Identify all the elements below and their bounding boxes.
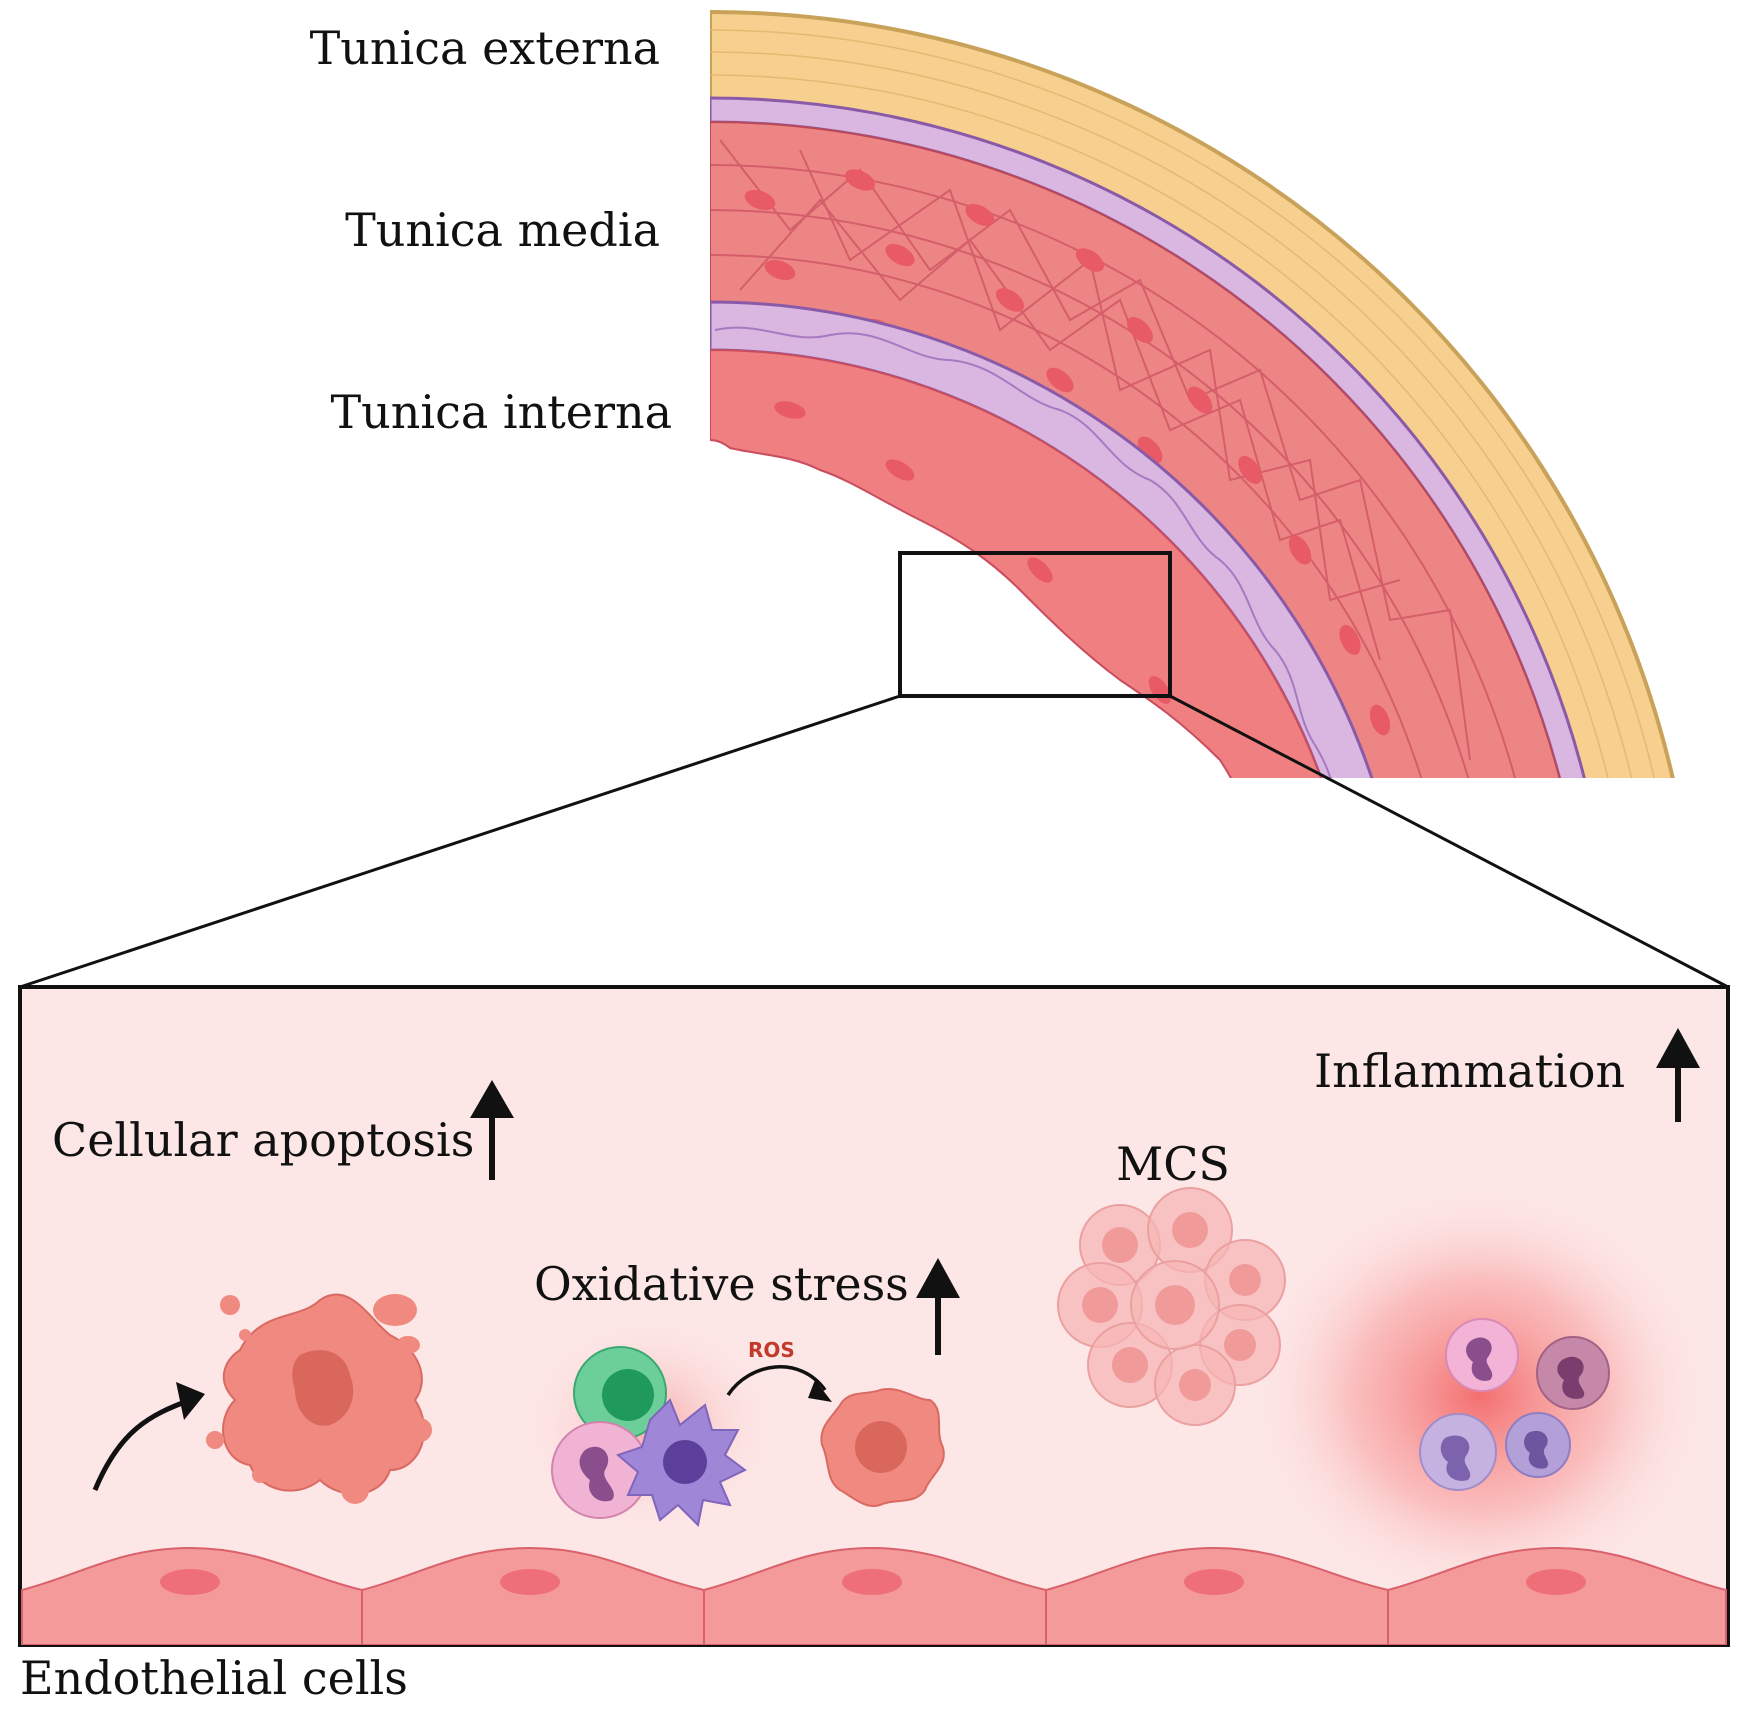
label-tunica-externa: Tunica externa <box>310 21 660 75</box>
inflammation-up-arrow <box>1656 1028 1700 1122</box>
endothelial-cell-row <box>21 1546 1727 1645</box>
ros-arrow <box>726 1365 827 1396</box>
label-tunica-interna: Tunica interna <box>330 385 672 439</box>
inflammatory-leukocytes <box>1419 1318 1610 1491</box>
apoptotic-cell <box>206 1293 432 1504</box>
label-endothelial-cells: Endothelial cells <box>20 1651 408 1705</box>
vessel-cross-section <box>710 9 1675 778</box>
zoom-line-left <box>19 694 901 989</box>
label-cellular-apoptosis: Cellular apoptosis <box>52 1113 474 1167</box>
zoom-panel: Cellular apoptosis Oxidative stress <box>18 985 1730 1647</box>
stressed-cell <box>820 1387 945 1507</box>
label-mcs: MCS <box>1116 1137 1230 1191</box>
label-inflammation: Inflammation <box>1314 1044 1625 1098</box>
zoom-selection-box <box>898 551 1172 698</box>
immune-cell-cluster <box>551 1346 747 1528</box>
label-ros: ROS <box>748 1338 795 1362</box>
inflammation-glow <box>1250 1185 1710 1605</box>
apoptosis-curved-arrow <box>92 1397 191 1491</box>
label-tunica-media: Tunica media <box>345 203 660 257</box>
zoom-line-right <box>1169 694 1729 989</box>
label-oxidative-stress: Oxidative stress <box>534 1257 909 1311</box>
oxidative-up-arrow <box>916 1258 960 1355</box>
apoptosis-up-arrow <box>470 1080 514 1180</box>
purple-dendritic-cell <box>616 1398 747 1528</box>
smooth-muscle-cells <box>710 139 1546 778</box>
interna-wavy-line <box>714 326 1332 778</box>
vessel-bottom-whiteout <box>700 778 1752 798</box>
mcs-nuclei <box>1082 1212 1261 1401</box>
endothelial-nuclei <box>160 1569 1586 1595</box>
